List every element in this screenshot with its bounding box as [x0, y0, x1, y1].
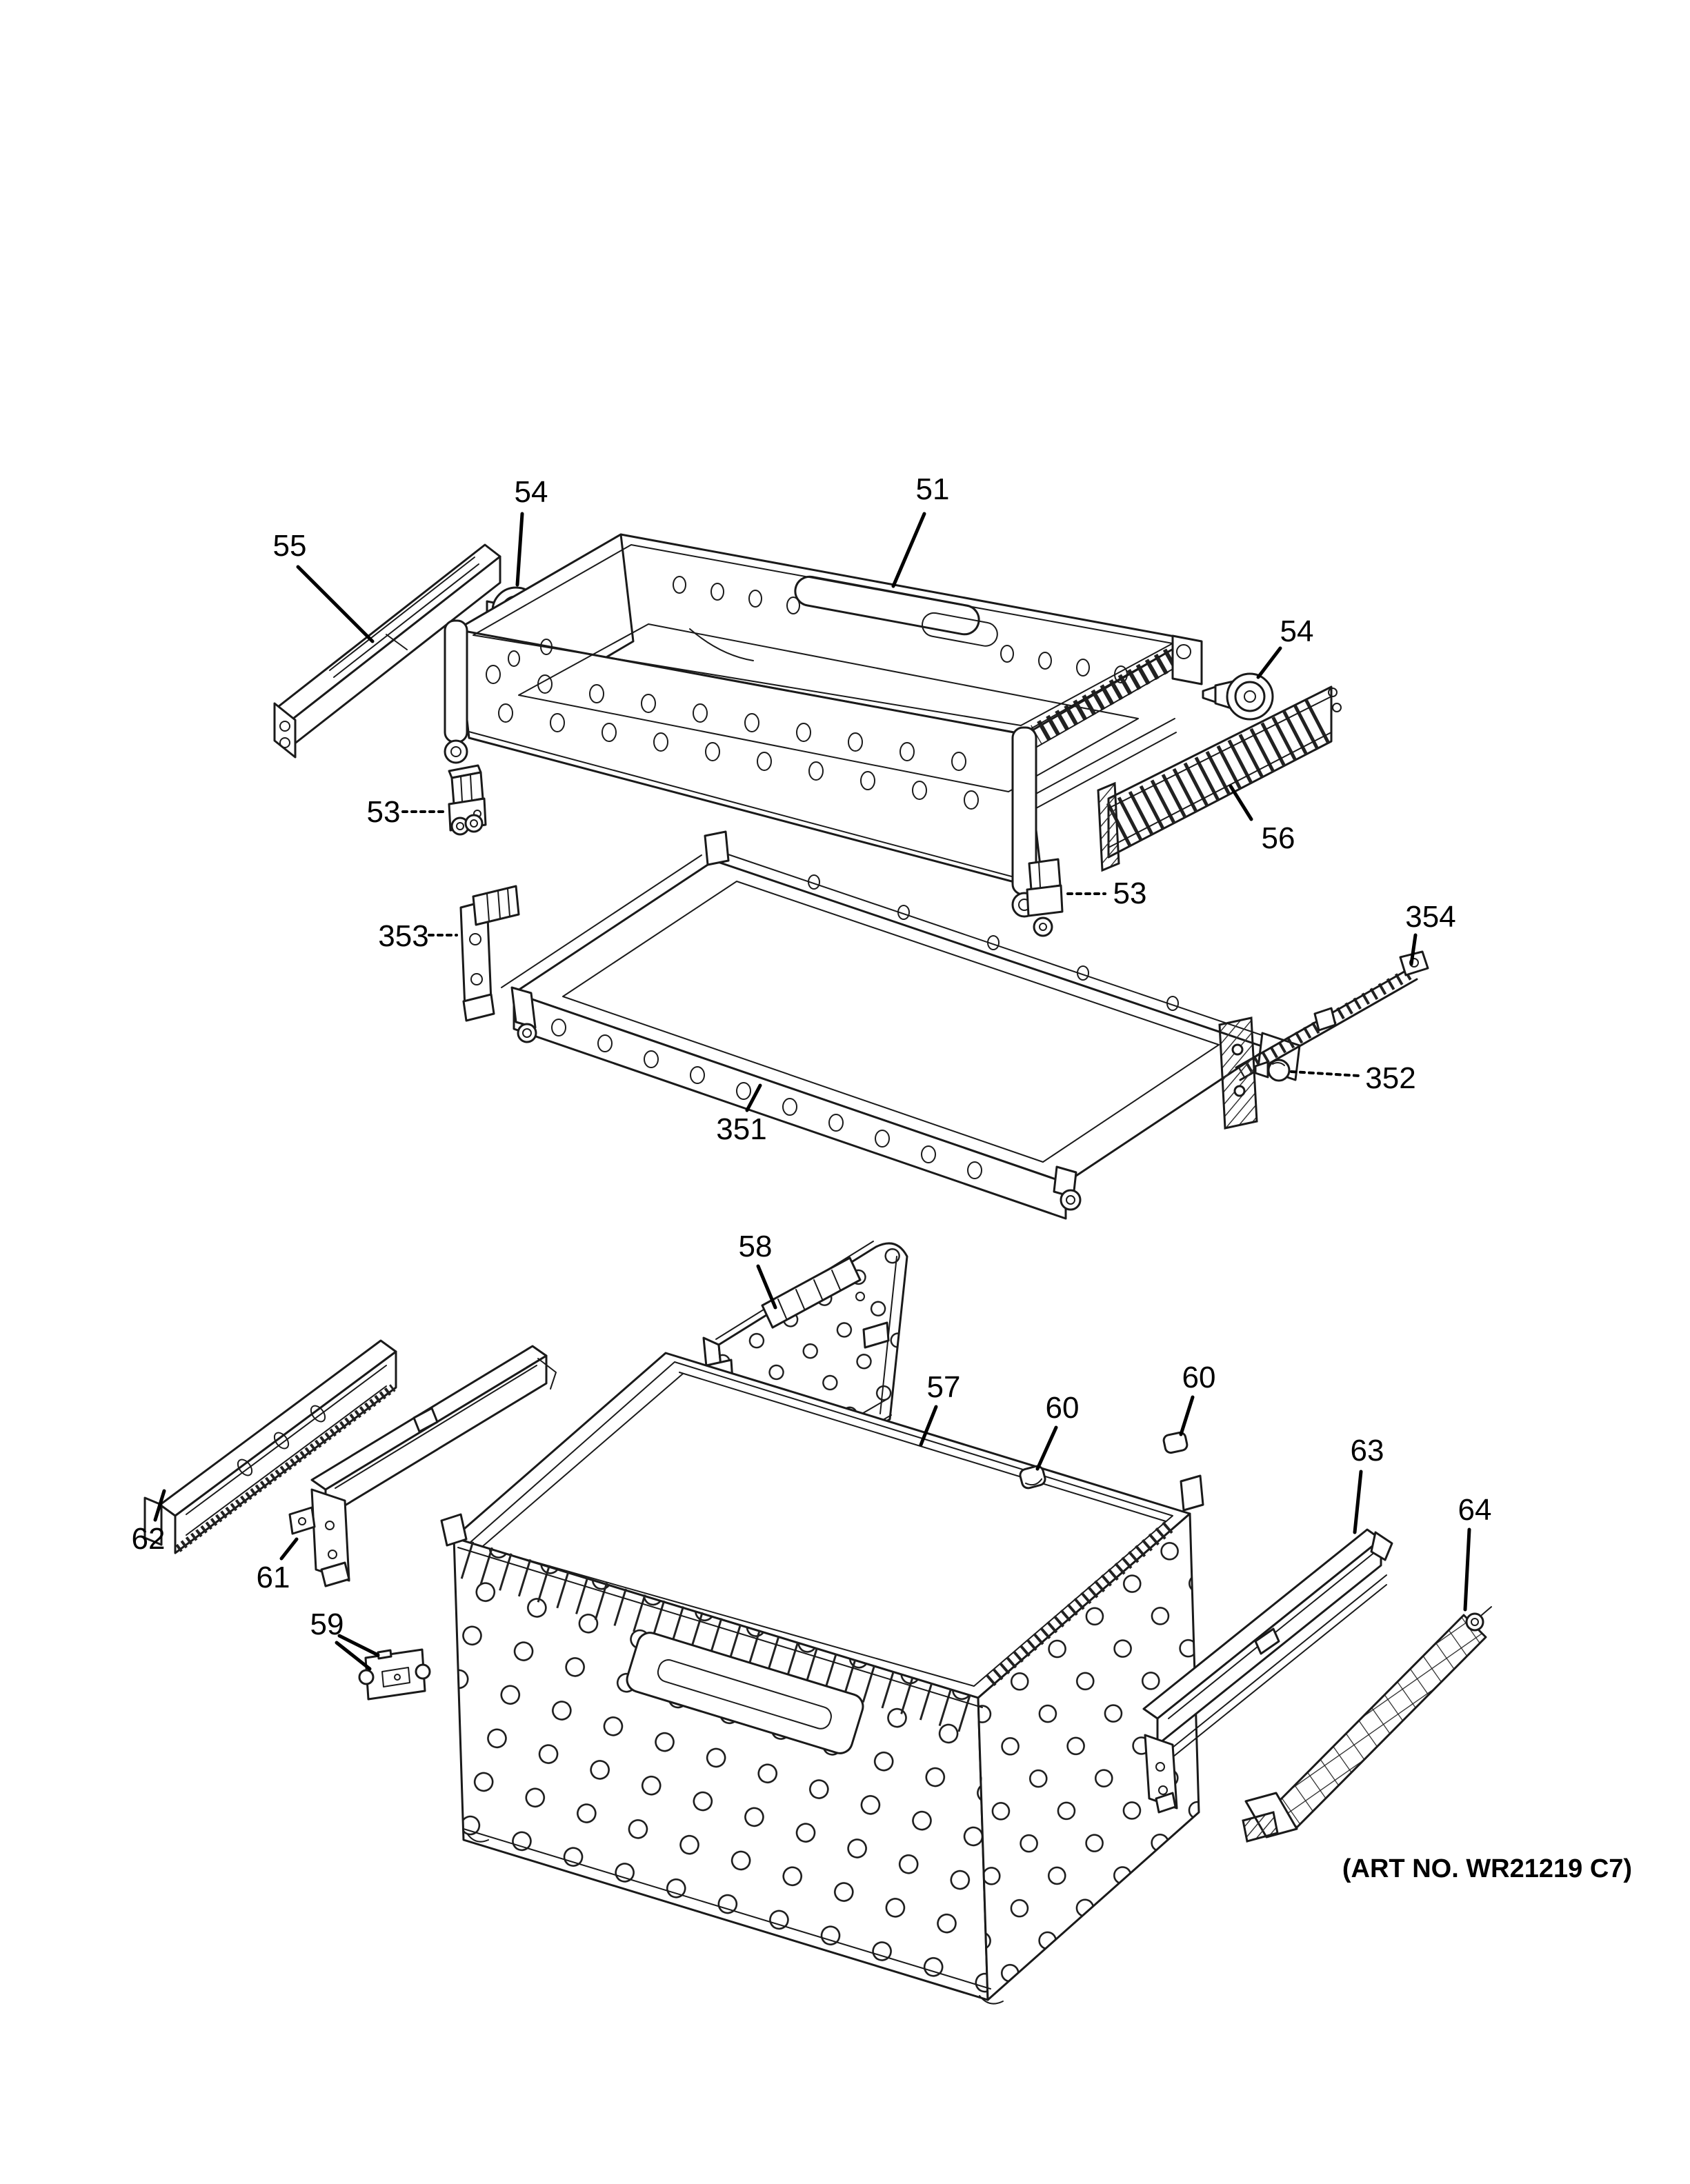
- part-353-bracket: [459, 885, 520, 1022]
- art-number: (ART NO. WR21219 C7): [1342, 1854, 1632, 1883]
- callout-53-left: 53: [367, 795, 401, 829]
- callout-351: 351: [716, 1112, 766, 1146]
- callout-51: 51: [916, 472, 950, 506]
- part-61-slide-rail: [288, 1345, 557, 1587]
- callout-54-right: 54: [1280, 614, 1314, 648]
- callout-61: 61: [257, 1561, 290, 1594]
- part-54-right-roller: [1202, 672, 1274, 721]
- callout-60-right: 60: [1182, 1361, 1216, 1394]
- part-56-ramp-rail: [1097, 685, 1342, 872]
- basket-51-back-holes: [508, 576, 1128, 683]
- callout-55: 55: [273, 529, 307, 563]
- part-53-left-clip: [448, 764, 487, 836]
- callout-62: 62: [132, 1522, 166, 1556]
- callout-63: 63: [1351, 1434, 1384, 1467]
- callout-53-right: 53: [1113, 876, 1147, 910]
- part-59-clip: [358, 1648, 431, 1701]
- part-60-cap-center: [1019, 1465, 1046, 1490]
- part-352-screw: [1254, 1059, 1291, 1082]
- part-62-slide-rail: [143, 1339, 397, 1554]
- leader-lines: [153, 512, 1471, 1671]
- part-60-cap-right: [1162, 1431, 1189, 1454]
- callout-57: 57: [927, 1370, 961, 1404]
- basket-51-front-holes: [486, 665, 979, 810]
- callout-64: 64: [1458, 1493, 1492, 1527]
- part-63-slide-rail: [1142, 1528, 1393, 1814]
- basket-57-right-wall: [977, 1512, 1200, 2001]
- part-64-rack-strip: [1242, 1606, 1492, 1843]
- part-351-frame: [501, 830, 1301, 1220]
- callout-56: 56: [1262, 821, 1295, 855]
- part-55-slide-rail: [273, 543, 501, 759]
- callout-54-top-left: 54: [515, 475, 548, 509]
- part-354-rail: [1218, 950, 1429, 1130]
- part-51-basket: [444, 533, 1203, 918]
- callout-352: 352: [1365, 1061, 1415, 1095]
- callout-60-center: 60: [1046, 1391, 1080, 1425]
- callout-354: 354: [1405, 900, 1455, 934]
- part-53-right-clip: [1026, 858, 1064, 937]
- callout-59: 59: [310, 1607, 344, 1641]
- callout-58: 58: [739, 1230, 773, 1263]
- part-57-basket: [440, 1352, 1204, 2005]
- callout-353: 353: [378, 919, 428, 953]
